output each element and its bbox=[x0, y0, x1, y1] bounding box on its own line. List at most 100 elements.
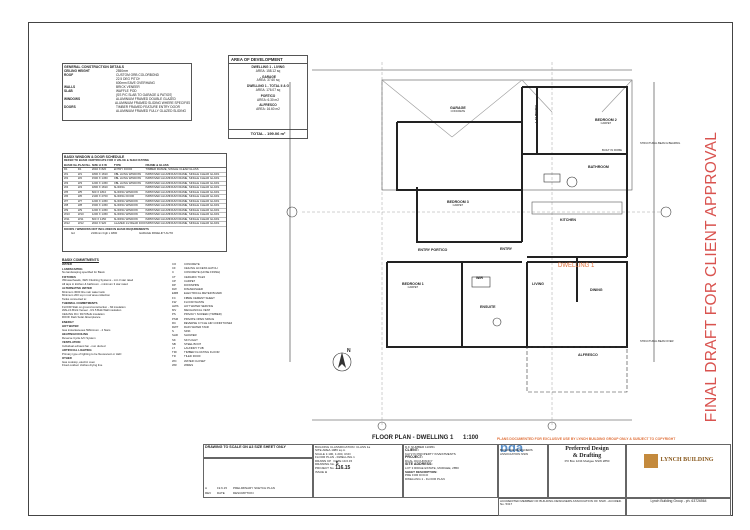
room-bedroom-1: BEDROOM 1 CARPET bbox=[402, 282, 424, 289]
window-schedule-cell: SLIDING bbox=[113, 186, 125, 189]
room-garage: GARAGE CONCRETE bbox=[450, 106, 466, 113]
legend-code: TFF bbox=[172, 350, 178, 355]
window-schedule-cell: 1800 X 1810 bbox=[91, 186, 108, 189]
window-schedule-cell: IMPROVED ALUMINIUM FRAME, SINGLE CLEAR G… bbox=[145, 217, 220, 221]
general-spec-key: CEILING HEIGHT bbox=[64, 69, 90, 73]
area-item-name: PORTICO bbox=[260, 93, 276, 98]
area-item-value: AREA: 176.07 sq bbox=[255, 87, 281, 92]
window-schedule-cell: W6 bbox=[64, 195, 69, 198]
plan-title: FLOOR PLAN - DWELLING 1 1:100 bbox=[372, 435, 478, 441]
tb-df-label: D.F. NUMBER bbox=[405, 444, 425, 449]
legend-code: RWT bbox=[172, 325, 179, 330]
legend-code: HWS bbox=[172, 304, 179, 309]
general-spec-row: (SS P/C SLAB TO GARAGE & PATIOS) bbox=[63, 93, 191, 97]
watermark-text: FINAL DRAFT FOR CLIENT APPROVAL bbox=[703, 131, 720, 423]
tb-drawing-no: 5 bbox=[335, 461, 339, 468]
window-schedule-cell: IMPROVED ALUMINIUM FRAME, SINGLE CLEAR G… bbox=[145, 177, 220, 180]
window-schedule-cell: W2 bbox=[64, 177, 69, 180]
room-laundry: LAUNDRY bbox=[535, 105, 539, 122]
room-bedroom-1-sub: CARPET bbox=[407, 286, 419, 289]
window-schedule-note: DOORS / WINDOWS NOT INCLUDED IN BASIX RE… bbox=[64, 226, 149, 231]
area-item-name: DWELLING 1 - TOTAL II & G bbox=[247, 84, 289, 89]
legend-desc: SINK bbox=[184, 329, 191, 334]
tb-sheet-desc-1: PRE FOR DOCO bbox=[405, 473, 429, 478]
general-spec-value: 600mm EAVE OVERHANG bbox=[116, 81, 155, 85]
window-schedule-header-cell: TYPE bbox=[113, 163, 121, 167]
window-schedule-cell: 600 X 1810 bbox=[91, 190, 107, 194]
tb-drawing-note-text: DRAWING TO SCALE ON A3 SIZE SHEET ONLY bbox=[205, 444, 286, 449]
floor-plan bbox=[286, 62, 672, 431]
tb-class: BUILDING CLASSIFICATION: CLASS 1a SITE A… bbox=[313, 444, 403, 498]
tb-revisions: REV DATE DESCRIPTION A 19.6.15 PRELIMINA… bbox=[203, 458, 313, 498]
basix-line: Gas instantaneous 5Minimum - 4 Stars bbox=[62, 327, 111, 332]
general-spec-value: BRICK VENEER bbox=[116, 85, 140, 89]
legend-code: SB bbox=[172, 341, 176, 346]
general-spec-key: ROOF bbox=[64, 73, 74, 77]
tb-issue: A bbox=[324, 469, 328, 474]
window-schedule-cell: 1800 X 1810 bbox=[91, 172, 108, 176]
room-garage-label: GARAGE bbox=[450, 106, 466, 110]
window-schedule-cell: 1200 X 1450 bbox=[91, 199, 108, 203]
window-schedule-cell: 2040 X 920 bbox=[91, 222, 107, 225]
window-schedule-cell: IMPROVED ALUMINIUM FRAME, SINGLE CLEAR G… bbox=[145, 222, 220, 225]
window-schedule-cell: W10 bbox=[77, 213, 84, 216]
window-schedule-cell: IMPROVED ALUMINIUM FRAME, SINGLE CLEAR G… bbox=[145, 204, 220, 207]
window-schedule-cell: IMPROVED ALUMINIUM FRAME, SINGLE CLEAR G… bbox=[145, 208, 220, 212]
window-schedule-cell: W6 bbox=[77, 195, 83, 198]
legend-desc: FLOOR WASTE bbox=[184, 299, 205, 304]
basix-line: FLOOR Slab on ground construction - Nil … bbox=[62, 304, 126, 309]
legend-desc: WATER CLOSET bbox=[184, 358, 206, 363]
window-schedule-cell: 1500 X 1450 bbox=[91, 204, 108, 207]
basix-line: Individual exhaust fan - non ducted bbox=[62, 343, 106, 348]
extra-size: 2100mm high x 4800 bbox=[91, 232, 118, 235]
room-entry-label: ENTRY bbox=[500, 247, 513, 251]
window-schedule-cell: SLIDING DOOR bbox=[113, 195, 135, 198]
window-schedule-cell: DBL HUNG WINDOW bbox=[113, 172, 142, 176]
legend-code: DP bbox=[172, 283, 176, 288]
tb-scale-label: SCALE bbox=[315, 451, 325, 456]
area-title: AREA OF DEVELOPMENT bbox=[229, 56, 307, 64]
window-schedule-cell: 1200 X 1450 bbox=[91, 208, 108, 212]
area-item-name: ALFRESCO bbox=[259, 103, 277, 108]
legend-desc: REVERSE CYCLE AIR CONDITIONER bbox=[183, 320, 232, 325]
window-schedule-cell: W8 bbox=[64, 204, 69, 207]
legend-code: MV bbox=[172, 308, 177, 313]
basix-line: ALTERNATIVE WATER bbox=[62, 286, 92, 290]
legend-desc: STEEL BOOT bbox=[184, 341, 202, 346]
area-item-value: AREA: 16.60 m2 bbox=[256, 107, 280, 112]
general-spec-value: (SS P/C SLAB TO GARAGE & PATIOS) bbox=[116, 93, 173, 97]
dwelling-label-text: DWELLING 1 bbox=[558, 263, 595, 269]
window-schedule-cell: W7 bbox=[77, 199, 83, 203]
north-arrow bbox=[332, 352, 352, 372]
legend-code: RC bbox=[172, 320, 177, 325]
tb-address-value: LOT 3 RIDGE ESTATE, MUDGEE, 2850 bbox=[405, 466, 459, 471]
window-schedule-cell: DBL HUNG WINDOW bbox=[113, 177, 142, 180]
tb-sheet-desc-label: SHEET DESCRIPTION: bbox=[405, 469, 438, 474]
basix-line: VENTILATION bbox=[62, 340, 81, 344]
room-ensuite: ENSUITE bbox=[480, 305, 496, 309]
window-schedule-cell: SLIDING WINDOW bbox=[113, 208, 138, 212]
room-dining-label: DINING bbox=[590, 288, 603, 292]
drawing-sheet bbox=[28, 22, 733, 516]
basix-line: Fixed outdoor clothes drying line bbox=[62, 363, 103, 367]
window-schedule-cell: 2040 X 820 bbox=[91, 168, 107, 171]
general-spec-table: GENERAL CONSTRUCTION DETAILS CEILING HEI… bbox=[62, 63, 192, 121]
window-schedule-cell: IMPROVED ALUMINIUM FRAME, SINGLE CLEAR G… bbox=[145, 199, 220, 203]
builder-logo: LYNCH BUILDING bbox=[628, 453, 729, 468]
firm-name-1: Preferred Design bbox=[565, 445, 609, 452]
legend-desc: DISHWASHER bbox=[184, 287, 203, 292]
